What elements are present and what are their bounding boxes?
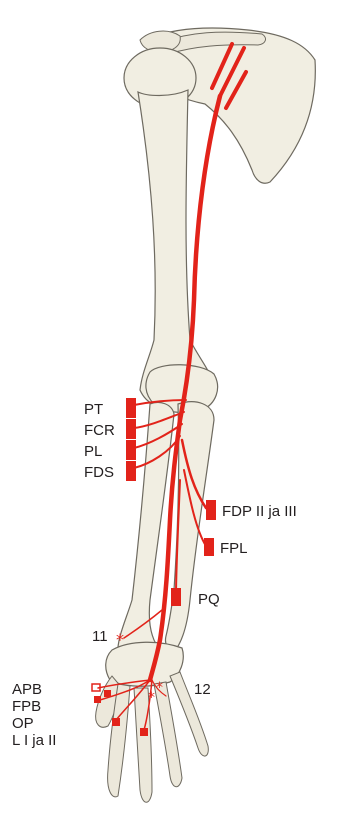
label-12: 12 bbox=[194, 681, 211, 698]
asterisk-11: * bbox=[116, 630, 124, 649]
label-op: OP bbox=[12, 715, 34, 732]
marker-fpb bbox=[94, 696, 101, 703]
label-pq: PQ bbox=[198, 591, 220, 608]
label-pl: PL bbox=[84, 443, 102, 460]
marker-fcr bbox=[126, 419, 136, 439]
finger-ring bbox=[154, 682, 182, 787]
ulna bbox=[165, 402, 214, 652]
asterisk-12a: * bbox=[156, 680, 163, 696]
label-apb: APB bbox=[12, 681, 42, 698]
marker-fds bbox=[126, 461, 136, 481]
marker-lumbrical-2 bbox=[140, 728, 148, 736]
humerus bbox=[138, 90, 214, 408]
marker-pl bbox=[126, 440, 136, 460]
marker-fpl bbox=[204, 538, 214, 556]
asterisk-12b: * bbox=[148, 690, 155, 706]
marker-lumbrical-1 bbox=[112, 718, 120, 726]
label-fpb: FPB bbox=[12, 698, 41, 715]
marker-pt bbox=[126, 398, 136, 418]
marker-op bbox=[104, 690, 111, 697]
label-lumbricals: L I ja II bbox=[12, 732, 56, 749]
marker-fdp bbox=[206, 500, 216, 520]
label-fdp: FDP II ja III bbox=[222, 503, 297, 520]
label-fcr: FCR bbox=[84, 422, 115, 439]
marker-pq bbox=[171, 588, 181, 606]
label-11: 11 bbox=[92, 628, 108, 645]
label-fpl: FPL bbox=[220, 540, 248, 557]
label-pt: PT bbox=[84, 401, 103, 418]
label-fds: FDS bbox=[84, 464, 114, 481]
